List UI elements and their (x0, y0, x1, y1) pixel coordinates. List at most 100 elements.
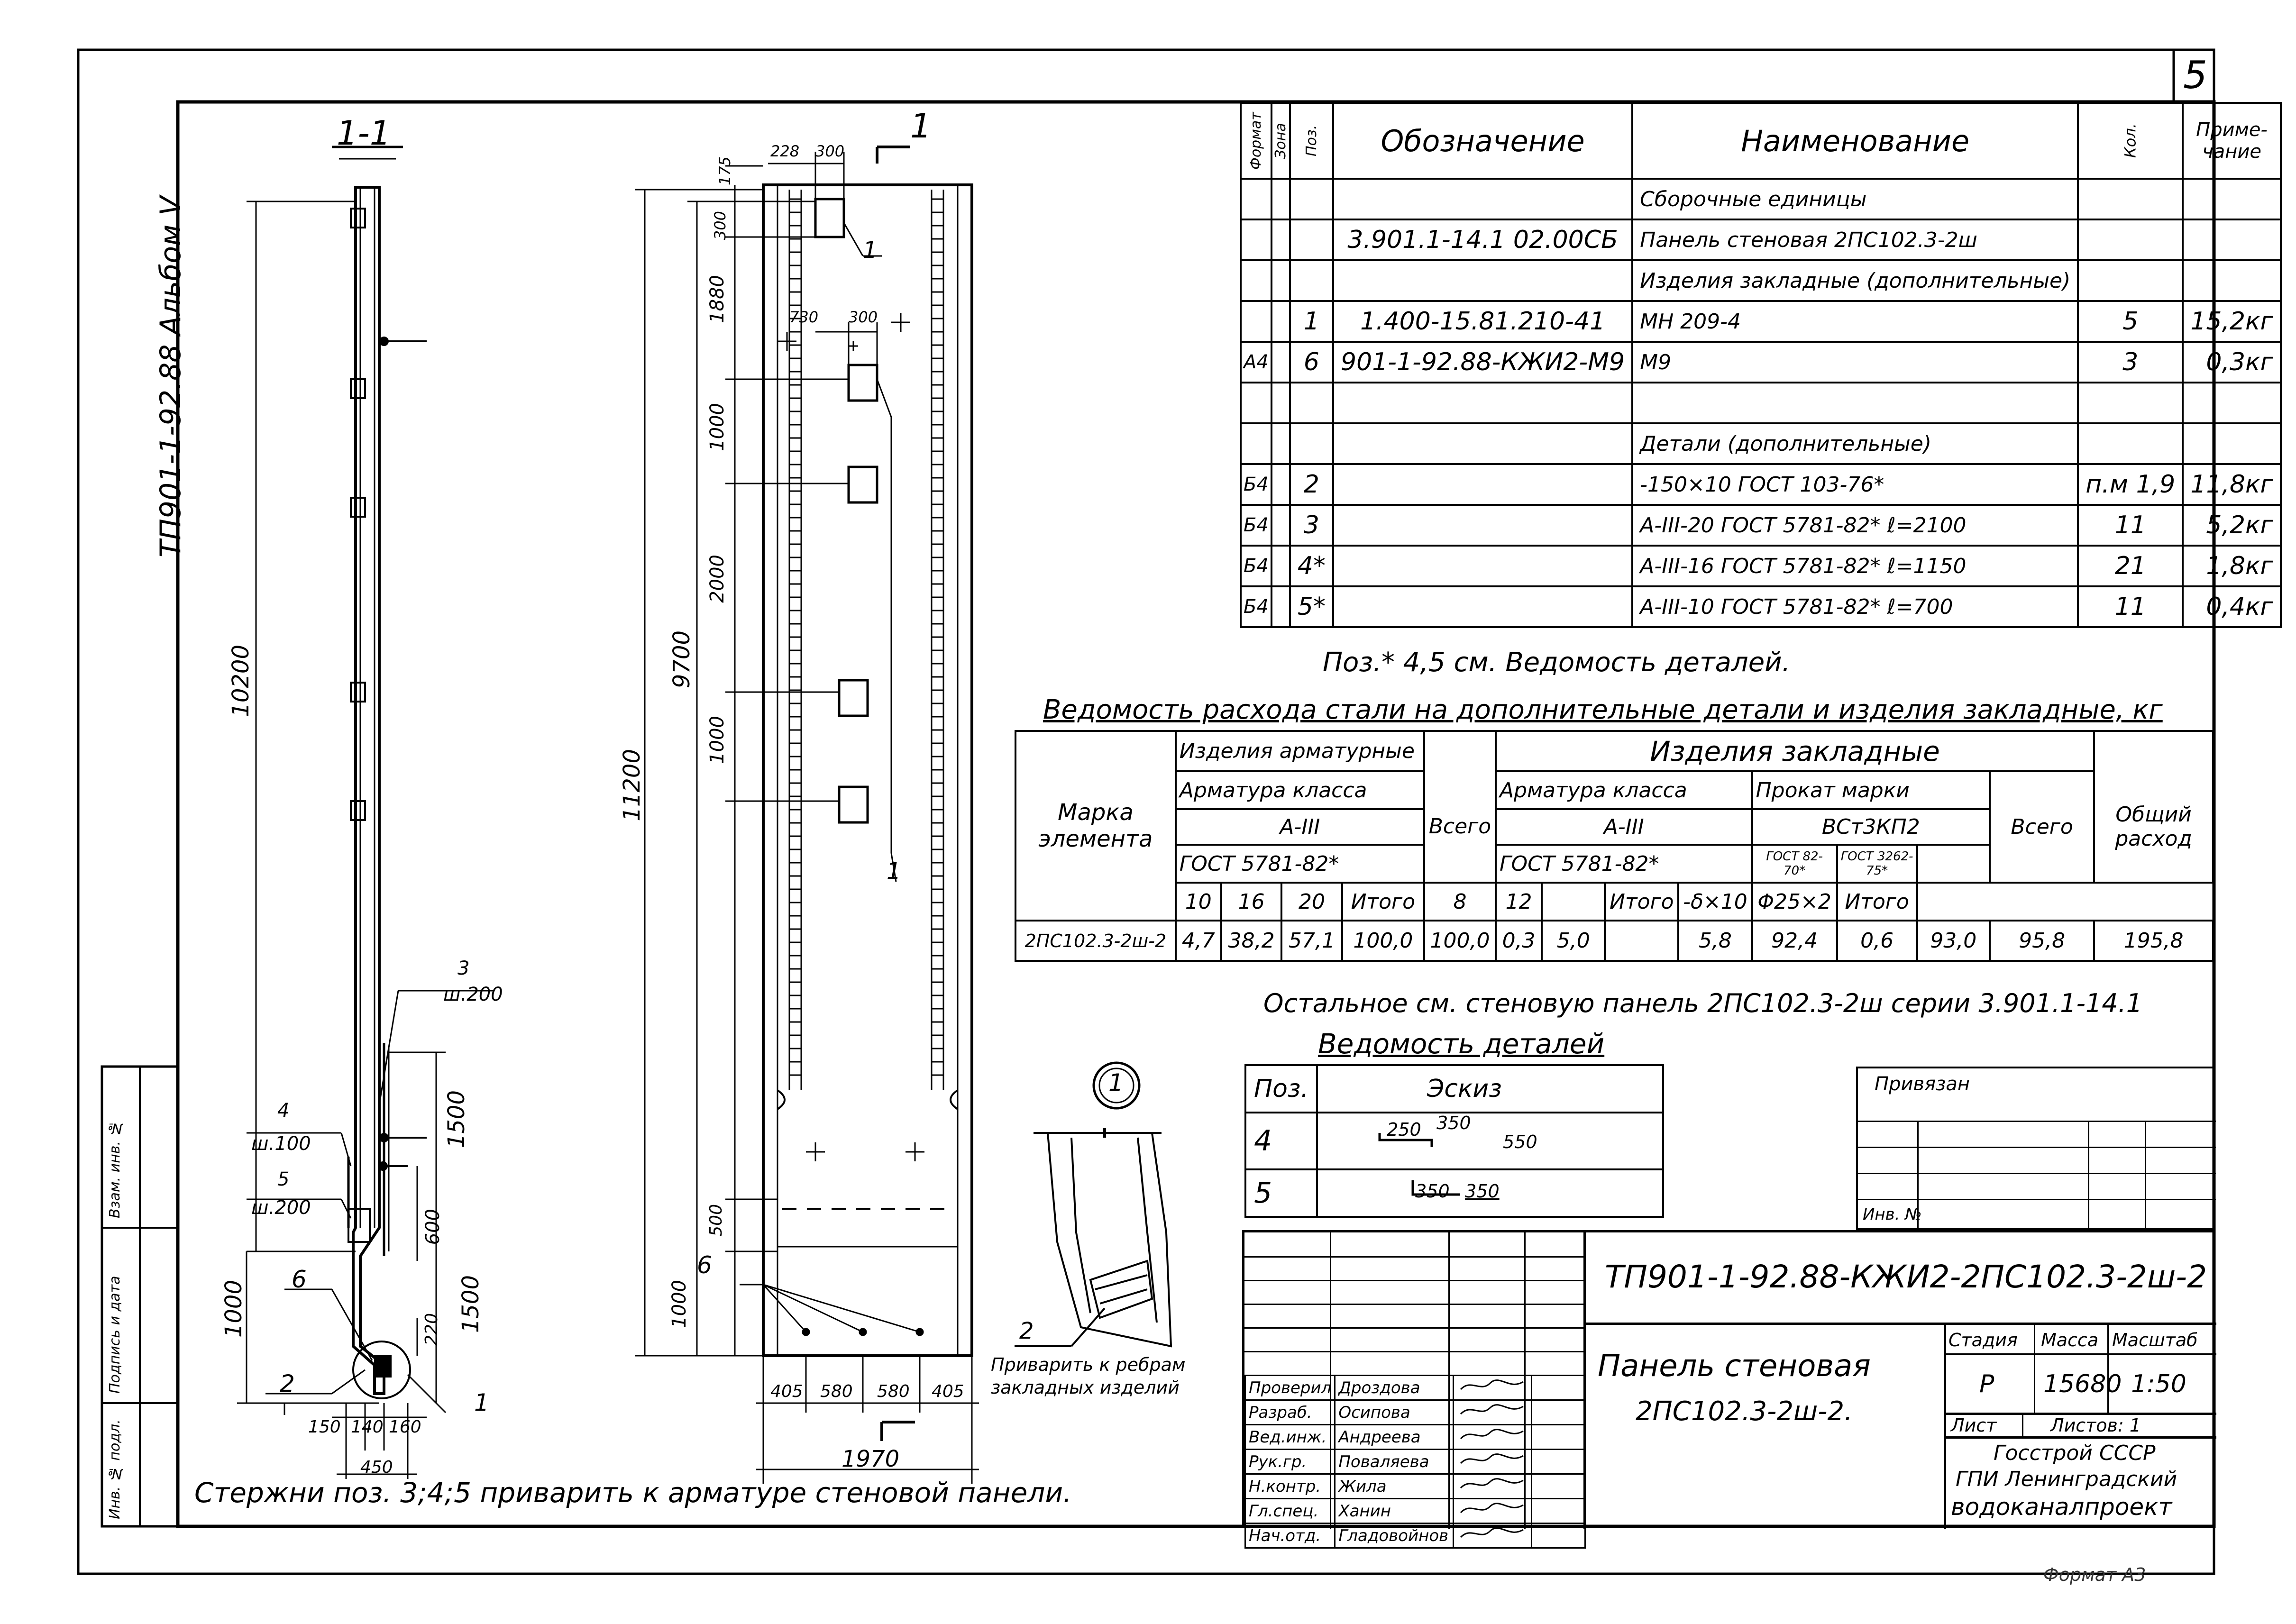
section-label: 1-1 (337, 114, 391, 153)
spec-cell-pos (1289, 178, 1334, 220)
dim-220: 220 (422, 1313, 441, 1346)
spec-cell-zone (1270, 463, 1291, 506)
stamp-person: Поваляева (1334, 1449, 1454, 1475)
spec-cell-name (1631, 382, 2079, 424)
dim-160: 160 (389, 1417, 421, 1437)
spec-cell-zone (1270, 300, 1291, 343)
cons-value: 92,4 (1751, 920, 1838, 962)
org-2: ГПИ Ленинградский (1956, 1467, 2177, 1491)
cons-value: 57,1 (1281, 920, 1343, 962)
spec-footnote: Поз.* 4,5 см. Ведомость деталей. (1323, 647, 1791, 678)
spec-cell-name: Детали (дополнительные) (1631, 422, 2079, 465)
stamp-signature (1452, 1498, 1532, 1524)
node-note: Приварить к ребрам закладных изделий (991, 1354, 1186, 1398)
spec-cell-note: 0,4кг (2182, 585, 2282, 628)
spec-cell-zone (1270, 178, 1291, 220)
privyazan-label: Привязан (1875, 1073, 1970, 1095)
spec-cell-qty: 5 (2077, 300, 2184, 343)
spec-row: Сборочные единицы (1240, 178, 2282, 220)
spec-cell-pos (1289, 219, 1334, 261)
cons-h-a3-1: А-III (1174, 808, 1426, 846)
cons-sub-rolled-0: -δ×10 (1677, 882, 1753, 921)
spec-cell-designation (1332, 545, 1634, 587)
spec-h-zone: Зона (1271, 103, 1290, 179)
stamp-signature (1452, 1473, 1532, 1499)
spec-cell-pos: 3 (1289, 504, 1334, 547)
cons-h-total-1: Всего (1423, 771, 1497, 884)
spec-cell-pos (1289, 259, 1334, 302)
spec-cell-format: А4 (1240, 341, 1272, 383)
spec-row: Изделия закладные (дополнительные) (1240, 259, 2282, 302)
stamp-signature (1452, 1424, 1532, 1450)
spec-cell-zone (1270, 259, 1291, 302)
spec-cell-note (2182, 422, 2282, 465)
dim-730: 730 (789, 308, 819, 326)
spec-cell-note: 5,2кг (2182, 504, 2282, 547)
spec-h-note: Приме- чание (2182, 102, 2282, 180)
sheet-label: Лист (1951, 1415, 1997, 1436)
spec-cell-zone (1270, 382, 1291, 424)
stamp-role: Нач.отд. (1244, 1523, 1336, 1549)
dim-1000-c: 1000 (668, 1280, 690, 1328)
spec-cell-designation (1332, 382, 1634, 424)
stamp-signature (1452, 1449, 1532, 1475)
det-4-b: 350 (1436, 1113, 1471, 1133)
spec-cell-qty: 21 (2077, 545, 2184, 587)
weld-mark-6: 6 (697, 1251, 712, 1279)
cons-h-overall: Общий расход (2093, 771, 2214, 884)
spec-cell-qty (2077, 422, 2184, 465)
spec-cell-zone (1270, 504, 1291, 547)
details-table: Поз. Эскиз 4 250 350 550 5 350 350 (1244, 1064, 1664, 1218)
dim-150: 150 (308, 1417, 341, 1437)
spec-cell-zone (1270, 585, 1291, 628)
spec-cell-pos (1289, 422, 1334, 465)
stamp-role: Рук.гр. (1244, 1449, 1336, 1475)
spec-cell-pos: 1 (1289, 300, 1334, 343)
stamp-date (1530, 1424, 1586, 1450)
stamp-date (1530, 1523, 1586, 1549)
cons-h-gost3262: ГОСТ 3262-75* (1836, 844, 1918, 884)
doc-name-2: 2ПС102.3-2ш-2. (1636, 1396, 1853, 1427)
det-sketch-5: 350 350 (1316, 1168, 1664, 1218)
strip-label-inv: Инв. № подл. (107, 1419, 123, 1519)
spec-cell-format (1240, 178, 1272, 220)
spec-cell-qty: 3 (2077, 341, 2184, 383)
cons-h-gost103: ГОСТ 82-70* (1751, 844, 1838, 884)
stamp-row: Вед.инж.Андреева (1244, 1424, 1586, 1450)
spec-cell-note (2182, 382, 2282, 424)
cons-sub-arm-2: 20 (1281, 882, 1343, 921)
dim-1000-a: 1000 (706, 403, 728, 451)
cons-value: 93,0 (1916, 920, 1991, 962)
spec-row: Детали (дополнительные) (1240, 422, 2282, 465)
spec-cell-name: МН 209-4 (1631, 300, 2079, 343)
spec-cell-designation (1332, 585, 1634, 628)
spec-cell-pos: 4* (1289, 545, 1334, 587)
stamp-person: Дроздова (1334, 1375, 1454, 1401)
spec-cell-format: Б4 (1240, 585, 1272, 628)
mass-label: Масса (2041, 1330, 2099, 1350)
scale-label: Масштаб (2112, 1330, 2198, 1350)
cons-mark-value: 2ПС102.3-2ш-2 (1015, 920, 1177, 962)
cons-value: 195,8 (2093, 920, 2214, 962)
cons-h-arm-class-2: Арматура класса (1494, 770, 1753, 810)
strip-label-replace: Взам. инв. № (107, 1120, 123, 1219)
node-mark-2: 2 (1019, 1318, 1034, 1344)
spec-h-qty: Кол. (2078, 103, 2183, 179)
spec-h-pos: Поз. (1290, 103, 1333, 179)
dim-300-v: 300 (711, 211, 729, 240)
dim-300-top: 300 (815, 142, 845, 160)
det-pos-5: 5 (1244, 1168, 1318, 1218)
cons-h-steel: ВСт3КП2 (1751, 808, 1991, 846)
spec-cell-designation: 3.901.1-14.1 02.00СБ (1332, 219, 1634, 261)
stamp-signature (1452, 1523, 1532, 1549)
spec-cell-designation (1332, 422, 1634, 465)
mark-step-5: ш.200 (251, 1197, 311, 1219)
spec-cell-pos: 5* (1289, 585, 1334, 628)
stamp-date (1530, 1449, 1586, 1475)
cons-sub-rolled-1: Φ25×2 (1751, 882, 1838, 921)
strip-label-sign: Подпись и дата (107, 1276, 123, 1394)
dim-1000-sec: 1000 (220, 1280, 247, 1338)
